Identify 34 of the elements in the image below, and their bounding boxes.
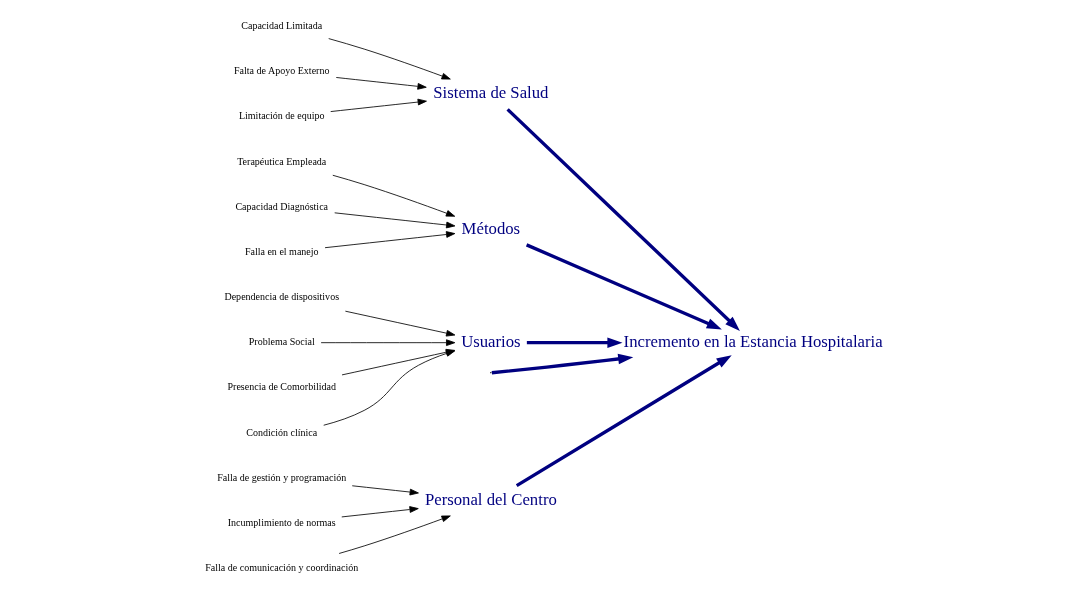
node-text: Falta de Apoyo Externo bbox=[234, 65, 330, 77]
arrow bbox=[491, 353, 634, 375]
arrow bbox=[525, 243, 722, 330]
arrow bbox=[515, 355, 732, 488]
node-text: Incumplimiento de normas bbox=[227, 516, 336, 528]
arrow bbox=[334, 212, 456, 229]
arrow bbox=[338, 515, 451, 554]
arrow bbox=[506, 108, 740, 331]
arrow bbox=[341, 506, 419, 518]
arrow bbox=[526, 337, 623, 348]
arrow bbox=[320, 339, 456, 347]
node-text: Falla de gestión y programación bbox=[217, 471, 347, 483]
node-text: Limitación de equipo bbox=[238, 110, 325, 122]
arrow bbox=[351, 485, 419, 496]
node-text: Problema Social bbox=[248, 336, 315, 348]
node-text: Falla de comunicación y coordinación bbox=[205, 562, 359, 574]
node-text: Usuarios bbox=[461, 331, 521, 351]
arrow bbox=[328, 38, 451, 80]
node-text: Dependencia de dispositivos bbox=[224, 291, 340, 303]
arrow bbox=[324, 231, 456, 249]
node-text: Terapéutica Empleada bbox=[237, 155, 327, 167]
node-text: Condición clínica bbox=[246, 426, 318, 438]
arrow bbox=[332, 174, 456, 217]
node-text: Personal del Centro bbox=[424, 489, 557, 509]
arrow bbox=[335, 77, 427, 90]
node-text: Falla en el manejo bbox=[244, 245, 319, 257]
node-text: Capacidad Diagnóstica bbox=[235, 200, 329, 212]
node-text: Presencia de Comorbilidad bbox=[227, 381, 336, 393]
node-text: Métodos bbox=[461, 218, 521, 238]
node-text: Sistema de Salud bbox=[433, 83, 549, 103]
arrow bbox=[344, 310, 456, 337]
arrow bbox=[330, 98, 427, 112]
node-text: Incremento en la Estancia Hospitalaria bbox=[623, 331, 883, 351]
node-text: Capacidad Limitada bbox=[241, 20, 323, 32]
